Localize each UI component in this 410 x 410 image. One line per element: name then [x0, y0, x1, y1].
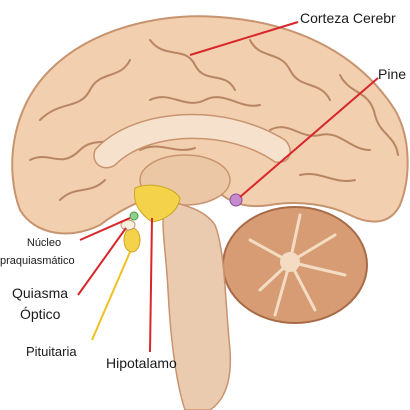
suprachiasmatic-nucleus	[129, 211, 139, 221]
label-corteza-cerebral: Corteza Cerebr	[300, 10, 396, 26]
leader-hipotalamo	[149, 217, 153, 353]
hypothalamus	[133, 184, 181, 223]
corpus-callosum	[93, 113, 291, 169]
label-pituitaria: Pituitaria	[26, 344, 77, 359]
label-pineal: Pine	[378, 66, 407, 82]
leader-quiasma	[77, 227, 127, 296]
pituitary	[123, 227, 141, 253]
label-nucleo-line2: praquiasmático	[0, 255, 75, 267]
leader-corteza	[189, 21, 299, 56]
label-nucleo-line1: Núcleo	[26, 237, 62, 249]
optic-chiasm	[120, 219, 136, 231]
leader-pituitaria	[91, 251, 131, 341]
leader-pineal	[239, 77, 379, 198]
cerebellum	[222, 206, 368, 324]
label-quiasma-line2: Óptico	[20, 306, 61, 322]
leader-lines	[77, 21, 379, 353]
label-quiasma-line1: Quiasma	[12, 285, 69, 301]
label-hipotalamo: Hipotalamo	[106, 355, 177, 371]
pineal-gland	[229, 193, 243, 207]
leader-nucleo	[79, 217, 131, 241]
brainstem	[162, 199, 232, 410]
